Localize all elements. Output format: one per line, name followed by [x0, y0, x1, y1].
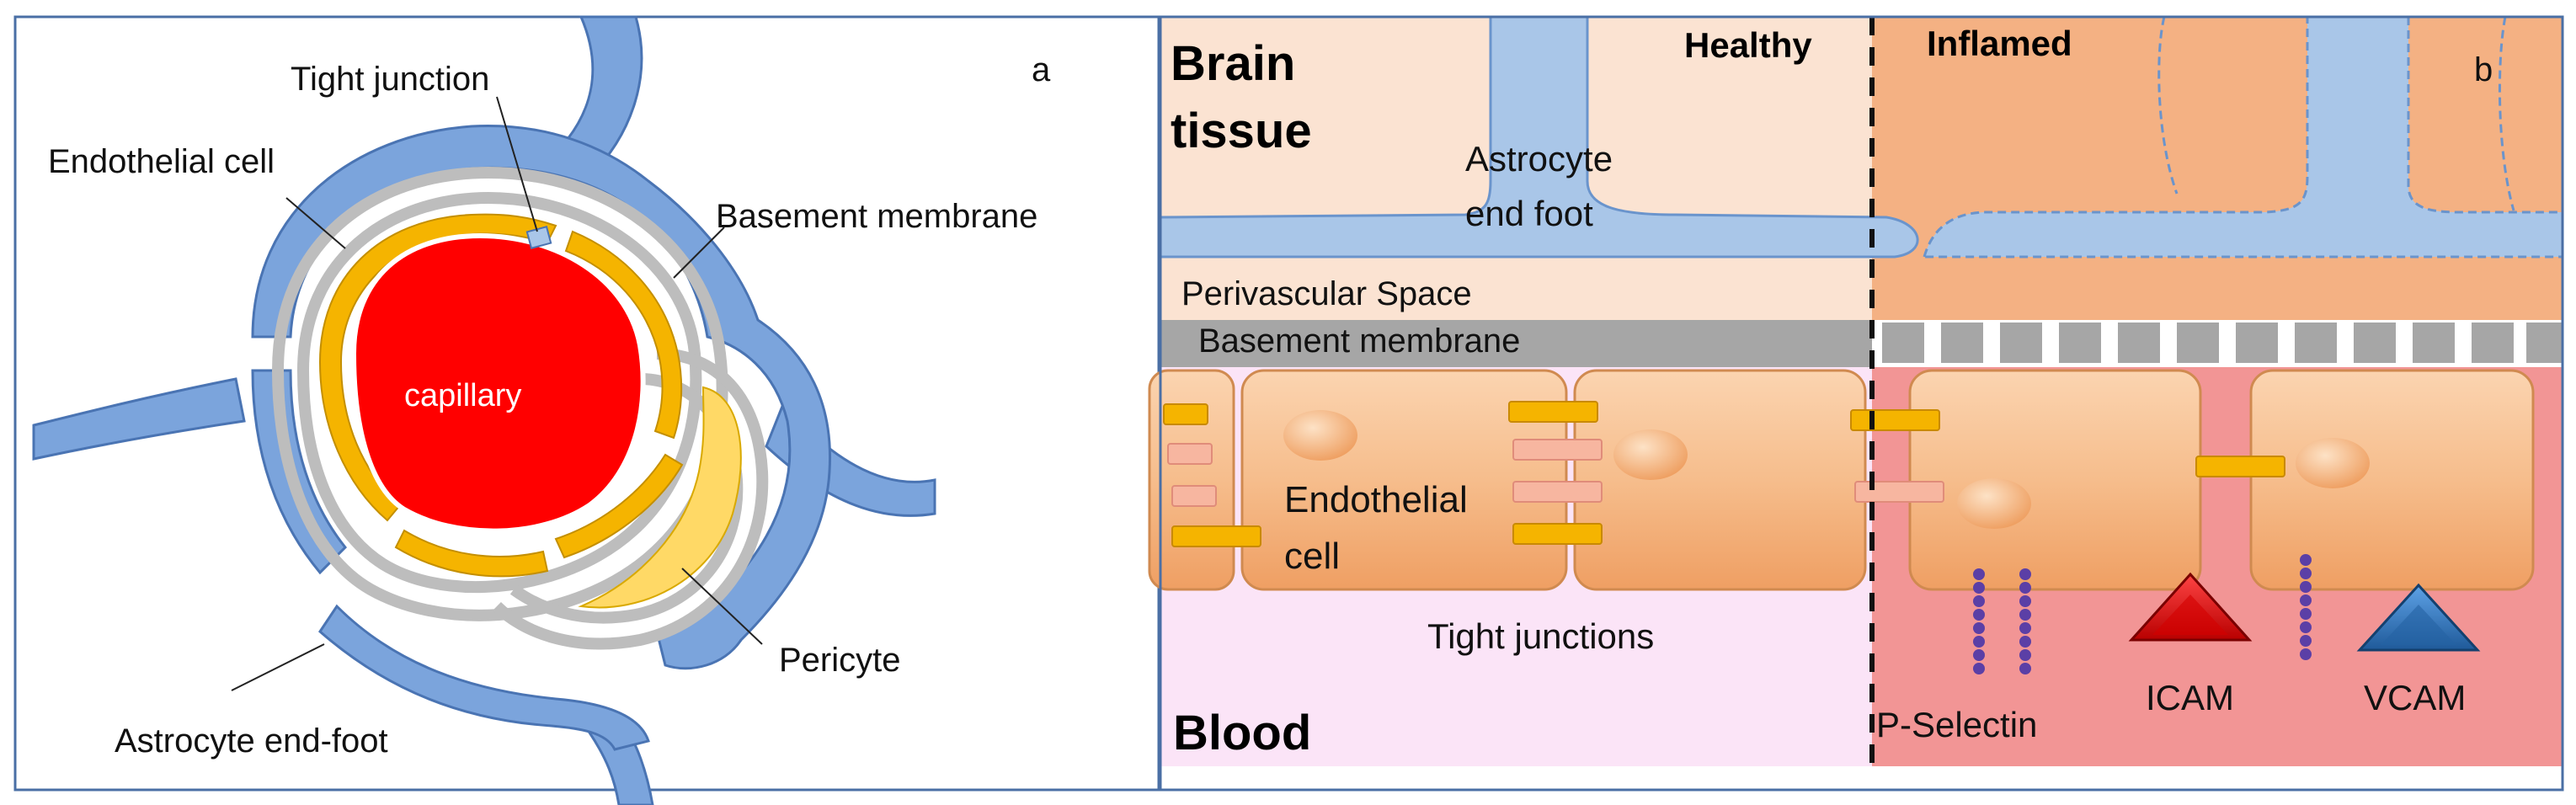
tight-junction-bars	[1163, 401, 2285, 547]
pericyte-label: Pericyte	[779, 642, 901, 679]
brain-tissue-label-line2: tissue	[1171, 104, 1312, 158]
astrocyte-inflamed-bulge-right	[2498, 16, 2515, 211]
panel-a-letter: a	[1032, 51, 1051, 88]
basement-membrane-label-b: Basement membrane	[1198, 323, 1520, 360]
vcam-marker	[2356, 583, 2481, 652]
panel-b: Healthy Inflamed b Brain tissue Astrocyt…	[1148, 15, 2564, 792]
brain-tissue-inflamed	[1872, 17, 2563, 320]
panel-b-letter: b	[2474, 51, 2493, 88]
tight-junction-label: Tight junction	[291, 61, 489, 98]
endothelial-label-line2: cell	[1284, 536, 1340, 577]
basement-membrane-healthy	[1160, 320, 1872, 367]
p-selectin-chains	[1973, 554, 2312, 674]
capillary-label: capillary	[404, 378, 521, 413]
inflamed-label: Inflamed	[1927, 24, 2072, 63]
astrocyte-end-foot-inflamed	[1923, 15, 2564, 259]
nucleus-healthy-2	[1613, 429, 1688, 480]
endothelial-cell-inflamed-2	[2249, 369, 2535, 591]
astrocyte-label-line2: end foot	[1465, 194, 1593, 233]
brain-tissue-label-line1: Brain	[1171, 36, 1295, 91]
basement-membrane-inflamed	[1882, 323, 2563, 363]
basement-membrane-label: Basement membrane	[716, 198, 1037, 235]
perivascular-space	[1160, 261, 1872, 320]
icam-label: ICAM	[2146, 678, 2234, 717]
perivascular-space-label: Perivascular Space	[1181, 275, 1472, 312]
panel-a: a Tight junction Endothelial cell Baseme…	[13, 15, 1160, 805]
tight-junctions-label: Tight junctions	[1427, 616, 1654, 656]
endothelial-cell-label: Endothelial cell	[48, 143, 275, 180]
capillary-lumen	[350, 232, 646, 534]
astrocyte-label-line1: Astrocyte	[1465, 139, 1613, 179]
icam-marker	[2128, 572, 2253, 642]
astrocyte-end-foot-label: Astrocyte end-foot	[115, 722, 388, 760]
nucleus-inflamed-1	[1957, 478, 2031, 529]
endothelial-cells-healthy	[1148, 369, 1867, 591]
pericyte-shape	[578, 386, 742, 609]
endothelial-cell-inflamed-1	[1908, 369, 2202, 591]
endothelial-label-line1: Endothelial	[1284, 479, 1468, 520]
endothelial-layer	[318, 213, 684, 578]
astrocyte-end-foot-healthy	[1159, 15, 1919, 259]
p-selectin-label: P-Selectin	[1876, 705, 2037, 744]
endothelial-cell-healthy-2	[1573, 369, 1867, 591]
leader-lines	[231, 96, 763, 691]
healthy-label: Healthy	[1684, 25, 1812, 65]
nucleus-healthy-1	[1283, 410, 1357, 461]
nucleus-inflamed-2	[2296, 438, 2370, 488]
endothelial-cells-inflamed	[1908, 369, 2535, 591]
vcam-label: VCAM	[2364, 678, 2466, 717]
panel-b-frame	[1159, 15, 2564, 792]
astrocyte-inflamed-bulge-left	[2157, 16, 2179, 195]
blood-label: Blood	[1173, 706, 1311, 760]
